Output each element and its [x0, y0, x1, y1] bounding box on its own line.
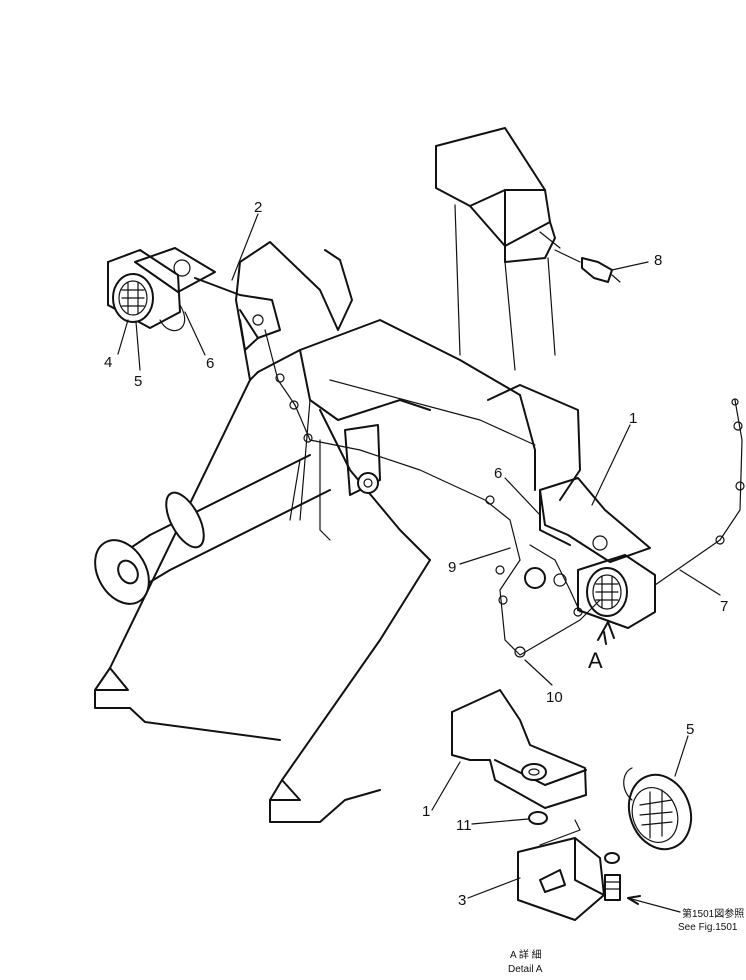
callout-6-right: 6	[494, 465, 502, 482]
callout-1-main: 1	[629, 410, 637, 427]
callout-3: 3	[458, 892, 466, 909]
center-clamp	[344, 424, 381, 496]
callout-10: 10	[546, 689, 563, 706]
reference-note-japanese: 第1501図参照	[682, 907, 744, 920]
callout-2: 2	[254, 199, 262, 216]
callout-9: 9	[448, 559, 456, 576]
detail-a	[451, 689, 693, 921]
view-marker-a: A	[588, 648, 603, 673]
callout-5-detail: 5	[686, 721, 694, 738]
detail-caption-english: Detail A	[508, 964, 543, 975]
left-lamp-assembly	[107, 247, 521, 561]
right-lamp-assembly	[495, 398, 745, 658]
main-frame	[94, 241, 581, 823]
detail-caption-japanese: A 詳 細	[510, 948, 542, 961]
callout-8: 8	[654, 252, 662, 269]
callout-6-left: 6	[206, 355, 214, 372]
callout-4: 4	[104, 354, 112, 371]
callout-7: 7	[720, 598, 728, 615]
hydraulic-cylinder	[94, 454, 331, 605]
callout-5-left: 5	[134, 373, 142, 390]
callout-1-detail: 1	[422, 803, 430, 820]
leader-lines	[117, 213, 721, 899]
callout-11: 11	[456, 817, 472, 834]
switch-assembly	[554, 249, 621, 283]
cab-outline	[435, 127, 561, 371]
reference-note-english: See Fig.1501	[678, 922, 738, 933]
